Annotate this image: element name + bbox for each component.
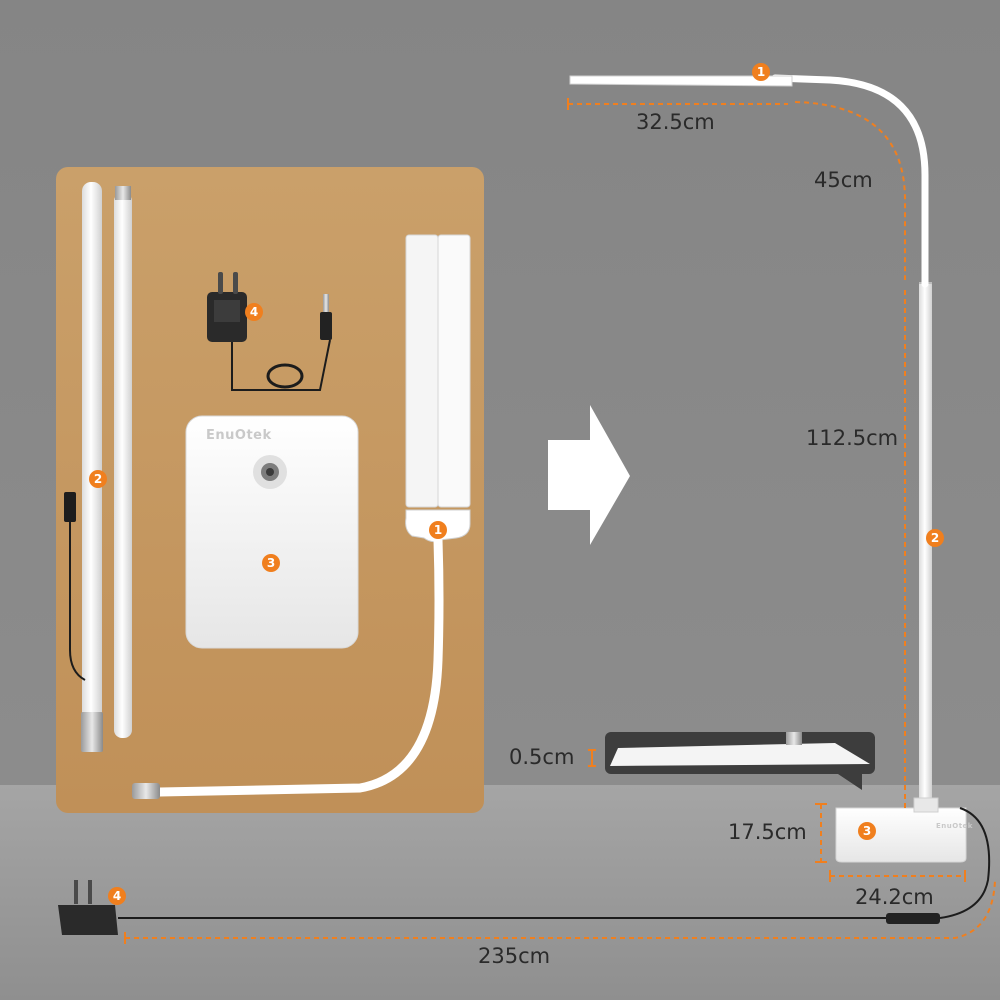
dc-plug: [320, 312, 332, 340]
lamp-head-panel: [405, 234, 439, 508]
adapter-cable: [231, 339, 331, 391]
adapter-badge: 4: [108, 887, 126, 905]
gooseneck-length-label: 45cm: [814, 168, 873, 192]
base-thickness-label: 0.5cm: [509, 745, 575, 769]
assembled-cable: [939, 807, 991, 919]
brand-logo: EnuOtek: [206, 428, 272, 443]
adapter-prong: [233, 272, 238, 294]
assembled-base: [835, 807, 967, 863]
dimension-lines: [125, 101, 996, 939]
adapter-prong: [218, 272, 223, 294]
base-thickness-callout: [605, 732, 875, 790]
base-plate-surface: [185, 415, 359, 649]
pole-badge: 2: [89, 470, 107, 488]
base-badge: 3: [262, 554, 280, 572]
parts-tray: [56, 167, 484, 813]
assembled-lamp: [58, 74, 991, 935]
gooseneck-connector: [132, 783, 160, 799]
power-adapter: [207, 272, 332, 391]
gooseneck: [155, 535, 444, 797]
dc-plug-tip: [323, 294, 329, 312]
arrow-icon: [548, 405, 630, 545]
cable-dimension-line: [125, 879, 996, 939]
upper-pole-tube: [114, 193, 132, 738]
callout-pointer: [838, 774, 862, 790]
lamp-head-panel: [437, 234, 471, 508]
assembled-base-socket: [913, 797, 939, 813]
assembled-adapter: [58, 905, 118, 935]
lamp-head-assembly: [132, 234, 471, 799]
base-socket-center: [266, 468, 274, 476]
assembled-lamp-head: [569, 75, 793, 87]
base-width-label: 24.2cm: [855, 885, 934, 909]
cable-length-label: 235cm: [478, 944, 551, 968]
callout-socket: [786, 732, 802, 745]
cable-connector: [886, 913, 940, 924]
adapter-badge: 4: [245, 303, 263, 321]
lower-pole-tube: [82, 182, 102, 742]
head-length-label: 32.5cm: [636, 110, 715, 134]
head-badge: 1: [752, 63, 770, 81]
assembled-gooseneck: [771, 74, 929, 288]
head-badge: 1: [429, 521, 447, 539]
brand-logo-small: EnuOtek: [936, 822, 973, 830]
upper-pole: [114, 186, 132, 738]
pole-thread: [115, 186, 131, 200]
base-badge: 3: [858, 822, 876, 840]
base-depth-label: 17.5cm: [728, 820, 807, 844]
pole-badge: 2: [926, 529, 944, 547]
floor: [0, 785, 1000, 1000]
adapter-prong: [74, 880, 78, 904]
adapter-label: [214, 300, 240, 322]
pole-height-label: 112.5cm: [806, 426, 899, 450]
cable-coil: [266, 363, 304, 389]
callout-base-edge: [610, 743, 870, 766]
gooseneck-dimension-line: [794, 101, 906, 280]
dimension-ticks: [124, 98, 966, 944]
assembled-pole: [919, 282, 932, 802]
pole-foot-connector: [81, 712, 103, 752]
pole-cable: [69, 510, 86, 681]
lower-pole: [64, 182, 103, 752]
cable-plug: [64, 492, 76, 522]
adapter-prong: [88, 880, 92, 904]
base-plate: [185, 415, 359, 649]
